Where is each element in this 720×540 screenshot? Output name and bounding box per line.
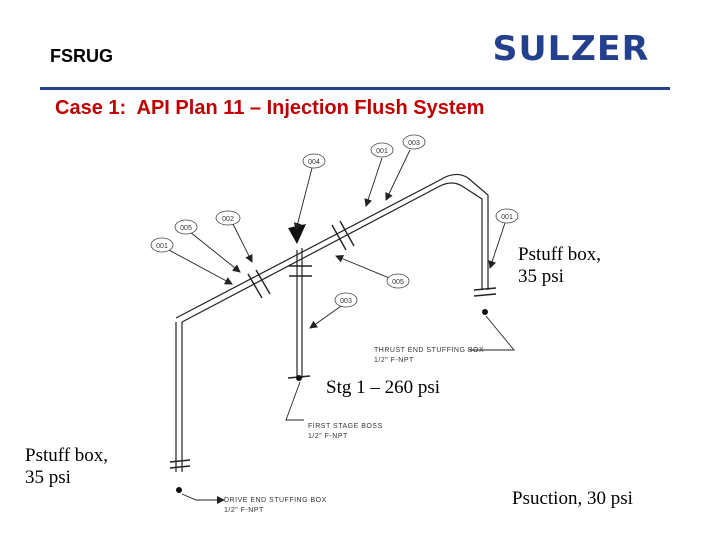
tag-label: 003 xyxy=(340,298,352,305)
sulzer-logo: SULZER xyxy=(492,29,650,69)
annotation-pstuff-left: Pstuff box, 35 psi xyxy=(25,445,108,489)
flanges xyxy=(169,220,497,469)
note-leaders xyxy=(181,315,515,504)
tag-label: 001 xyxy=(156,243,168,250)
tag-label: 005 xyxy=(392,279,404,286)
note-thrust-end-size: 1/2" F-NPT xyxy=(374,357,414,364)
tag-labels: 004 001 003 002 005 001 001 005 003 xyxy=(156,140,513,305)
annotation-psuction: Psuction, 30 psi xyxy=(512,488,633,509)
note-first-stage-size: 1/2" F-NPT xyxy=(308,433,348,440)
note-first-stage: FIRST STAGE BOSS xyxy=(308,423,383,430)
tag-label: 001 xyxy=(376,148,388,155)
annotation-line: Pstuff box, xyxy=(25,445,109,466)
header-label: FSRUG xyxy=(50,46,113,66)
annotation-stage1: Stg 1 – 260 psi xyxy=(326,377,441,398)
annotation-line: Pstuff box, xyxy=(518,244,602,265)
annotation-line: 35 psi xyxy=(518,266,564,287)
note-thrust-end: THRUST END STUFFING BOX xyxy=(374,347,484,354)
tag-label: 002 xyxy=(222,216,234,223)
tag-label: 004 xyxy=(308,159,320,166)
note-drive-end: DRIVE END STUFFING BOX xyxy=(224,497,327,504)
tag-label: 005 xyxy=(180,225,192,232)
annotation-pstuff-right: Pstuff box, 35 psi xyxy=(518,244,601,288)
pipe-lines xyxy=(175,173,489,472)
note-drive-end-size: 1/2" F-NPT xyxy=(224,507,264,514)
slide-title: Case 1: API Plan 11 – Injection Flush Sy… xyxy=(55,97,485,119)
tag-label: 003 xyxy=(408,140,420,147)
tag-bubbles xyxy=(150,134,519,308)
leader-arrows xyxy=(166,149,507,329)
title-rule xyxy=(40,87,670,90)
tag-label: 001 xyxy=(501,214,513,221)
annotation-line: 35 psi xyxy=(25,467,71,488)
connection-points xyxy=(176,309,488,493)
